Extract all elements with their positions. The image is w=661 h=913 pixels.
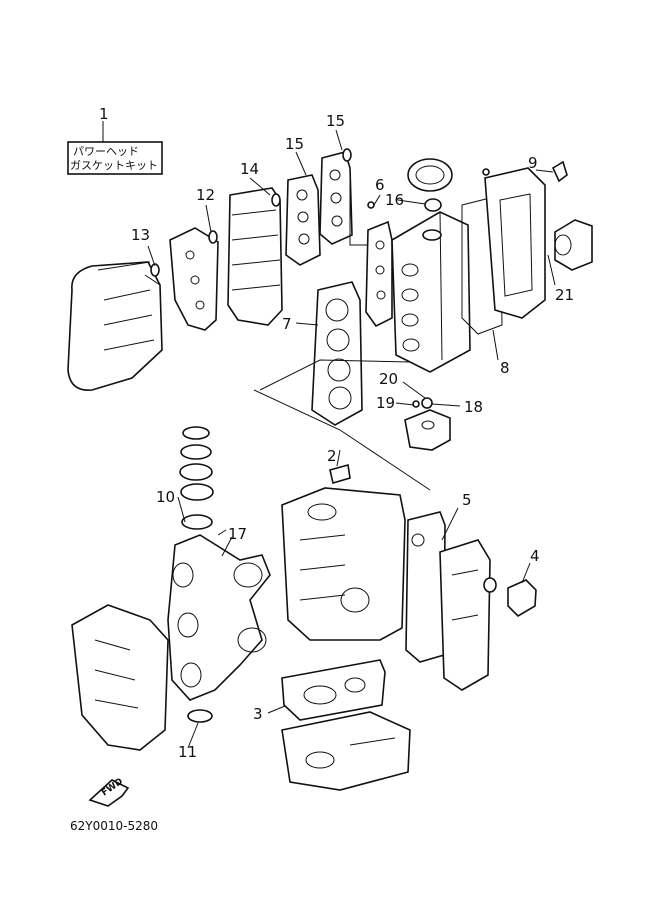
water-pump-housing	[404, 397, 451, 451]
callout-20: 20	[379, 370, 398, 388]
oil-seal-bottom	[187, 709, 213, 723]
thermostat-cap	[554, 219, 593, 271]
thermostat-cover	[483, 577, 537, 618]
reed-gasket-2	[319, 148, 353, 245]
cylinder-head	[391, 211, 471, 373]
exhaust-gasket	[405, 511, 446, 663]
intake-gasket-plate	[169, 227, 219, 331]
callout-6: 6	[375, 176, 385, 194]
callout-12: 12	[196, 186, 215, 204]
drawing-code: 62Y0010-5280	[70, 819, 158, 833]
leader-lines	[147, 129, 556, 749]
flywheel-gear	[407, 158, 453, 212]
callout-13: 13	[131, 226, 150, 244]
exhaust-cover-gasket-strip	[365, 201, 393, 328]
callout-10: 10	[156, 488, 175, 506]
callout-2: 2	[327, 447, 337, 465]
callout-11: 11	[178, 743, 197, 761]
callout-1: 1	[99, 105, 109, 123]
callout-14: 14	[240, 160, 259, 178]
fwd-arrow-icon: FWD	[88, 777, 130, 807]
cylinder-head-gasket	[311, 281, 363, 426]
callout-4: 4	[530, 547, 540, 565]
callout-8: 8	[500, 359, 510, 377]
callout-3: 3	[253, 705, 263, 723]
reed-gasket-1	[285, 174, 321, 266]
callout-labels: 1 2 3 4 5 6 7 8 9 10 11 12 13 14 15 15 1…	[99, 105, 574, 761]
bottom-base	[281, 711, 411, 791]
callout-7: 7	[282, 315, 292, 333]
callout-5: 5	[462, 491, 472, 509]
kit-label-line1: パワーヘッド	[73, 145, 139, 158]
callout-17: 17	[228, 525, 247, 543]
bolt-9	[551, 160, 568, 183]
exhaust-cover	[439, 539, 491, 691]
callout-16: 16	[385, 191, 404, 209]
head-cover-plate	[482, 167, 546, 319]
callout-18: 18	[464, 398, 483, 416]
base-gasket	[281, 659, 386, 721]
gasket-kit-label-box: パワーヘッド ガスケットキット	[67, 121, 163, 175]
callout-21: 21	[555, 286, 574, 304]
intake-silencer	[67, 261, 163, 391]
callout-15-upper: 15	[326, 112, 345, 130]
callout-15-lower: 15	[285, 135, 304, 153]
callout-19: 19	[376, 394, 395, 412]
crankshaft	[167, 529, 271, 701]
kit-label-line2: ガスケットキット	[70, 159, 158, 172]
reed-valve-block	[227, 187, 283, 326]
crankcase	[71, 604, 169, 751]
callout-9: 9	[528, 154, 538, 172]
cylinder-block	[281, 463, 406, 641]
bearing-stack	[179, 426, 214, 530]
